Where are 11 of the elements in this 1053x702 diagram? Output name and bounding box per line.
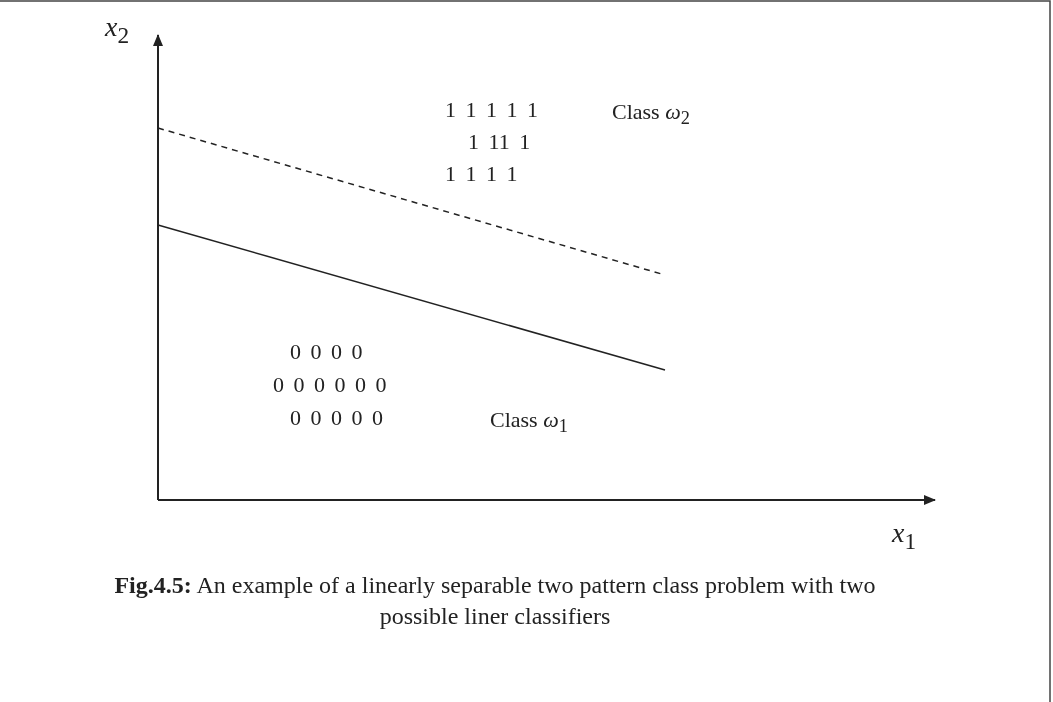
class-points: 1 1 1 1 [445, 162, 518, 187]
class-points: 1 11 1 [468, 130, 531, 155]
figure-caption: Fig.4.5: An example of a linearly separable two pattern class problem with two possible liner classifiers [113, 571, 877, 632]
class-label: Class ω$_{2}$ [612, 100, 690, 129]
class-points: 0 0 0 0 0 [290, 406, 383, 431]
axis-label: x$_{2}$ [105, 12, 130, 49]
class-label: Class ω$_{1}$ [490, 408, 568, 437]
class-points: 1 1 1 1 1 [445, 98, 538, 123]
axis-label: x$_{1}$ [892, 518, 917, 555]
class-points: 0 0 0 0 0 0 [273, 373, 387, 398]
class-points: 0 0 0 0 [290, 340, 363, 365]
